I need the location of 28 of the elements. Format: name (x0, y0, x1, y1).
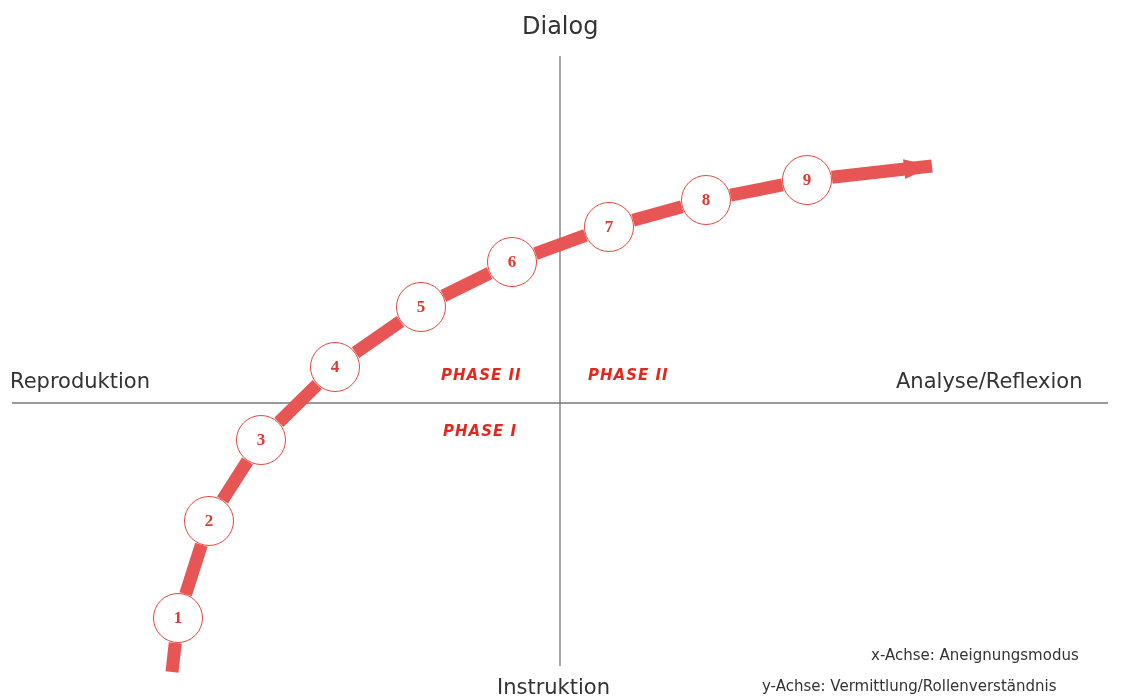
axis-label: Dialog (522, 12, 599, 40)
numbered-circle: 1 (153, 593, 203, 643)
connector-line (631, 200, 684, 227)
axis-label: Instruktion (497, 675, 610, 699)
axis-label: Analyse/Reflexion (896, 369, 1083, 393)
phase-label: PHASE II (441, 366, 522, 384)
numbered-circle: 4 (310, 342, 360, 392)
connector-line (217, 457, 253, 504)
numbered-circle: 7 (584, 202, 634, 252)
phase-label: PHASE II (588, 366, 669, 384)
phase-label: PHASE I (443, 422, 517, 440)
axis-label: Reproduktion (10, 369, 150, 393)
arrow (831, 159, 933, 184)
numbered-circle: 2 (184, 496, 234, 546)
connector-line (165, 642, 182, 673)
axis-note: x-Achse: Aneignungsmodus (871, 646, 1079, 664)
numbered-circle: 6 (487, 237, 537, 287)
connector-line (729, 178, 784, 202)
connector-line (533, 229, 588, 260)
numbered-circle: 8 (681, 175, 731, 225)
numbered-circle: 3 (236, 415, 286, 465)
connector-line (351, 315, 405, 359)
connector-line (179, 542, 208, 597)
axis-note: y-Achse: Vermittlung/Rollenverständnis (762, 677, 1057, 695)
numbered-circle: 9 (782, 155, 832, 205)
connector-line (274, 379, 322, 428)
numbered-circle: 5 (396, 282, 446, 332)
connector-line (440, 267, 493, 302)
